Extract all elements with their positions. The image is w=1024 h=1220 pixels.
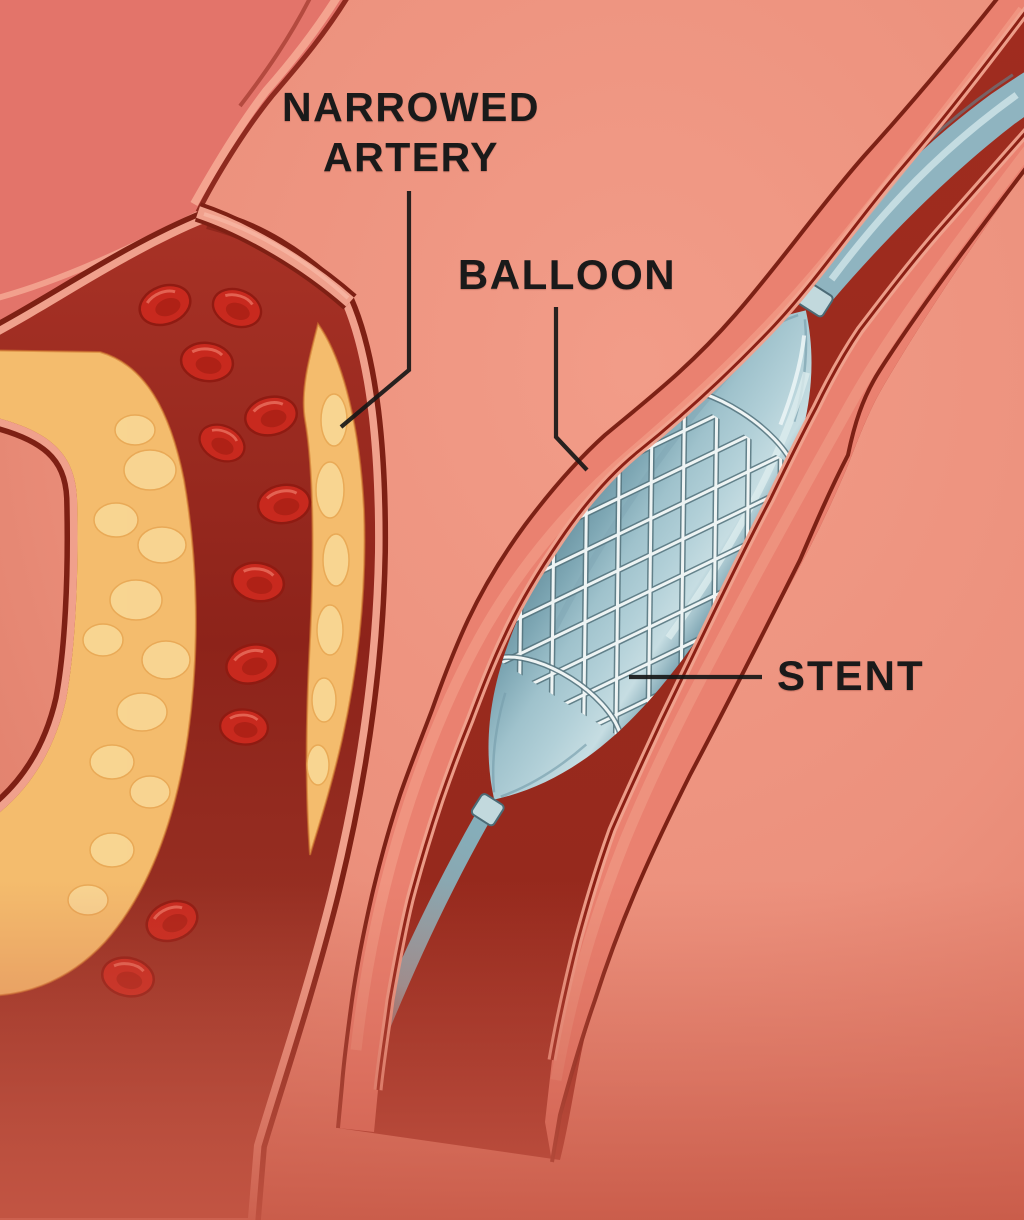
label-balloon-text: BALLOON (457, 251, 677, 298)
plaque-lump (114, 414, 156, 446)
catheter-shaft-highlight (828, 92, 1019, 282)
plaque-lump (109, 579, 163, 621)
artery-tube-highlight (190, 0, 341, 206)
plaque-lump (129, 775, 171, 809)
leader-lines (339, 191, 762, 680)
artery-tube-groove (195, 0, 349, 214)
plaque-right (302, 321, 366, 856)
plaque-lump (93, 502, 139, 538)
red-blood-cell (218, 708, 270, 746)
red-blood-cell (244, 395, 298, 437)
stent-end-right-light (501, 655, 622, 734)
label-balloon: BALLOON (458, 252, 676, 298)
plaque-lump (137, 526, 187, 564)
red-blood-cell (230, 561, 286, 603)
plaque-texture (67, 393, 350, 916)
red-blood-cell (256, 483, 312, 525)
label-narrowed-artery: NARROWED ARTERY (282, 82, 540, 182)
plaque-lump (141, 640, 191, 680)
plaque-lump (320, 393, 348, 447)
red-blood-cell (211, 287, 263, 329)
label-narrowed-artery-line2: ARTERY (322, 134, 500, 180)
plaque-lump (116, 692, 168, 732)
balloon-leader-line (553, 307, 589, 472)
red-blood-cell (179, 341, 235, 383)
balloon-shade (549, 368, 735, 637)
red-blood-cell (198, 423, 246, 463)
bottom-fade-overlay (0, 880, 1024, 1220)
cut-rim-highlight (203, 212, 350, 300)
red-blood-cell (138, 283, 192, 327)
plaque-lump (306, 744, 330, 786)
plaque-lump (89, 832, 135, 868)
label-narrowed-artery-line1: NARROWED (282, 84, 540, 130)
catheter-collar-distal (470, 793, 505, 827)
label-stent-text: STENT (777, 652, 925, 699)
plaque-lump (82, 623, 124, 657)
plaque-lump (316, 604, 344, 656)
plaque-lump (89, 744, 135, 780)
catheter-shaft-proximal (803, 45, 1024, 301)
plaque-lump (315, 461, 345, 519)
plaque-lump (123, 449, 177, 491)
balloon-highlight-2 (778, 335, 807, 426)
plaque-lump (322, 533, 350, 587)
narrowed-artery-leader-line (339, 191, 412, 429)
plaque-lump (311, 677, 337, 723)
artery-tube-groove-2 (238, 0, 312, 108)
label-stent: STENT (777, 653, 925, 699)
red-blood-cell (225, 643, 279, 685)
